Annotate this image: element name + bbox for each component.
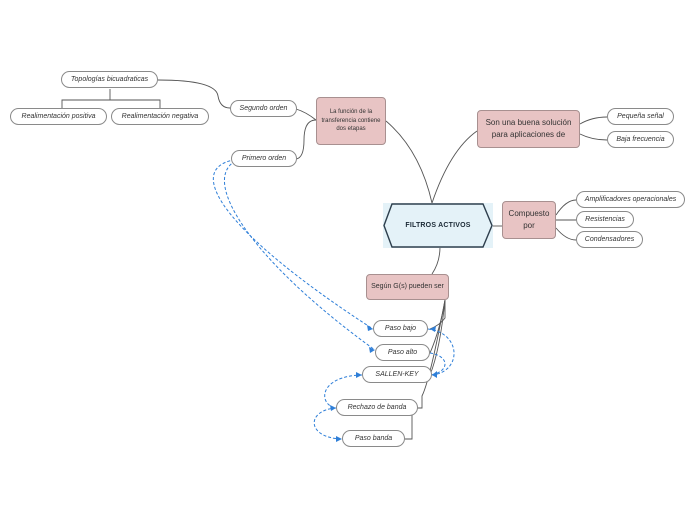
central-topic[interactable]: FILTROS ACTIVOS [383, 203, 493, 248]
topic-good-solution-label: Son una buena solución para aplicaciones… [485, 118, 572, 139]
node-positive-feedback[interactable]: Realimentación positiva [10, 108, 107, 125]
relation-arrowhead [356, 372, 362, 378]
connector-biquad-negative [110, 99, 161, 109]
node-biquad-topologies[interactable]: Topologías bicuadraticas [61, 71, 158, 88]
node-small-signal[interactable]: Pequeña señal [607, 108, 674, 125]
relation-arrowhead [336, 436, 342, 442]
connector-composed-capacitors [555, 227, 577, 241]
topic-good-solution[interactable]: Son una buena solución para aplicaciones… [477, 110, 580, 148]
node-biquad-topologies-label: Topologías bicuadraticas [70, 76, 149, 83]
node-first-order-label: Primero orden [241, 155, 287, 162]
relation-lowpass-sallenkey [427, 328, 455, 376]
connector-central-gs [431, 246, 441, 275]
topic-transfer-function[interactable]: La función de la transferencia contiene … [316, 97, 386, 145]
topic-composed-by[interactable]: Compuesto por [502, 201, 556, 239]
connector-solution-low [579, 133, 608, 141]
node-resistors-label: Resistencias [585, 216, 625, 223]
connector-gs-highpass [429, 299, 446, 354]
node-band-stop[interactable]: Rechazo de banda [336, 399, 418, 416]
node-second-order[interactable]: Segundo orden [230, 100, 297, 117]
connector-gs-sallenkey [429, 299, 446, 376]
node-low-frequency-label: Baja frecuencia [616, 136, 665, 143]
connector-composed-opamps [555, 199, 577, 216]
topic-according-gs-label: Según G(s) pueden ser [371, 282, 444, 290]
node-capacitors[interactable]: Condensadores [576, 231, 643, 248]
node-capacitors-label: Condensadores [584, 236, 635, 243]
connector-transfer-second [295, 108, 317, 121]
connector-second-biquad [157, 79, 231, 109]
node-low-frequency[interactable]: Baja frecuencia [607, 131, 674, 148]
node-low-pass[interactable]: Paso bajo [373, 320, 428, 337]
relation-first-lowpass [212, 158, 374, 330]
node-sallen-key-label: SALLEN-KEY [375, 371, 419, 378]
relation-first-highpass [223, 158, 376, 351]
node-opamps[interactable]: Amplificadores operacionales [576, 191, 685, 208]
connector-central-solution [431, 130, 478, 204]
relation-arrowhead [369, 347, 375, 353]
node-first-order[interactable]: Primero orden [231, 150, 297, 167]
relation-arrowhead [432, 371, 437, 378]
topic-transfer-function-label: La función de la transferencia contiene … [321, 108, 381, 133]
relation-arrowhead [367, 325, 373, 331]
node-high-pass-label: Paso alto [387, 349, 418, 356]
connector-solution-small [579, 116, 608, 125]
central-label: FILTROS ACTIVOS [405, 222, 471, 229]
relation-sallenkey-bandstop [324, 374, 363, 409]
connector-gs-lowpass [429, 300, 446, 330]
node-negative-feedback-label: Realimentación negativa [121, 113, 199, 120]
central-hexagon-shape [383, 203, 493, 248]
node-sallen-key[interactable]: SALLEN-KEY [362, 366, 432, 383]
connector-biquad-positive [61, 89, 111, 109]
node-opamps-label: Amplificadores operacionales [584, 196, 677, 203]
node-band-stop-label: Rechazo de banda [347, 404, 407, 411]
connector-transfer-first [295, 119, 317, 160]
node-resistors[interactable]: Resistencias [576, 211, 634, 228]
topic-composed-by-label: Compuesto por [508, 209, 550, 230]
node-band-pass-label: Paso banda [354, 435, 393, 442]
node-low-pass-label: Paso bajo [384, 325, 417, 332]
relation-arrowhead [430, 326, 436, 332]
node-small-signal-label: Pequeña señal [617, 113, 664, 120]
topic-according-gs[interactable]: Según G(s) pueden ser [366, 274, 449, 300]
node-positive-feedback-label: Realimentación positiva [21, 113, 96, 120]
node-negative-feedback[interactable]: Realimentación negativa [111, 108, 209, 125]
node-high-pass[interactable]: Paso alto [375, 344, 430, 361]
node-band-pass[interactable]: Paso banda [342, 430, 405, 447]
connector-central-transfer [385, 120, 433, 204]
relation-arrowhead [330, 405, 336, 411]
node-second-order-label: Segundo orden [239, 105, 288, 112]
